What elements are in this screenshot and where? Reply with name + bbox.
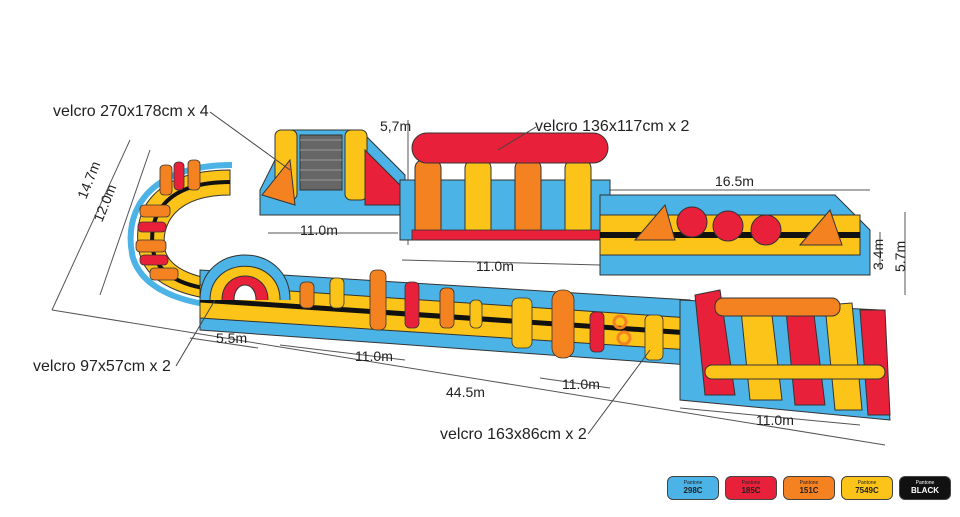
dimension-length-bottom-left-small: 5.5m [216,330,248,346]
dimension-length-bottom-mid: 11.0m [562,376,600,392]
dimension-length-left-top: 11.0m [300,222,338,238]
dimension-height-right-b: 5.7m [892,240,908,272]
dimension-length-bottom-left: 11.0m [355,348,393,364]
dimension-height-top: 5,7m [380,118,412,134]
bottom-track [199,269,691,366]
velcro-callout-bottom-left: velcro 97x57cm x 2 [33,358,171,375]
swatch-code: 7549C [855,486,879,495]
swatch-label: Pantone [857,480,877,486]
dimension-height-right-a: 3.4m [870,238,886,270]
dimension-length-total: 44.5m [446,384,485,400]
dimension-length-right-top: 16.5m [715,173,754,189]
swatch-code: 151C [799,486,819,495]
bottom-right-unit [679,289,891,421]
swatch-label: Pantone [683,480,703,486]
swatch-label: Pantone [915,480,935,486]
dimension-length-bottom-right: 11.0m [756,412,794,428]
leader-lines [175,111,651,435]
swatch-code: 185C [741,486,761,495]
velcro-callout-top-center: velcro 136x117cm x 2 [535,118,690,135]
dimension-length-center: 11.0m [476,258,514,274]
arch-tunnel [199,254,291,301]
left-turn-track [127,159,301,309]
swatch-label: Pantone [741,480,761,486]
velcro-callout-top-left: velcro 270x178cm x 4 [53,103,209,120]
ball-track-unit [599,194,871,276]
swatch-code: BLACK [911,486,939,495]
velcro-callout-bottom-right: velcro 163x86cm x 2 [440,426,587,443]
top-left-climb-unit [259,129,406,216]
swatch-label: Pantone [799,480,819,486]
swatch-code: 298C [683,486,703,495]
red-gate-unit [399,132,611,241]
